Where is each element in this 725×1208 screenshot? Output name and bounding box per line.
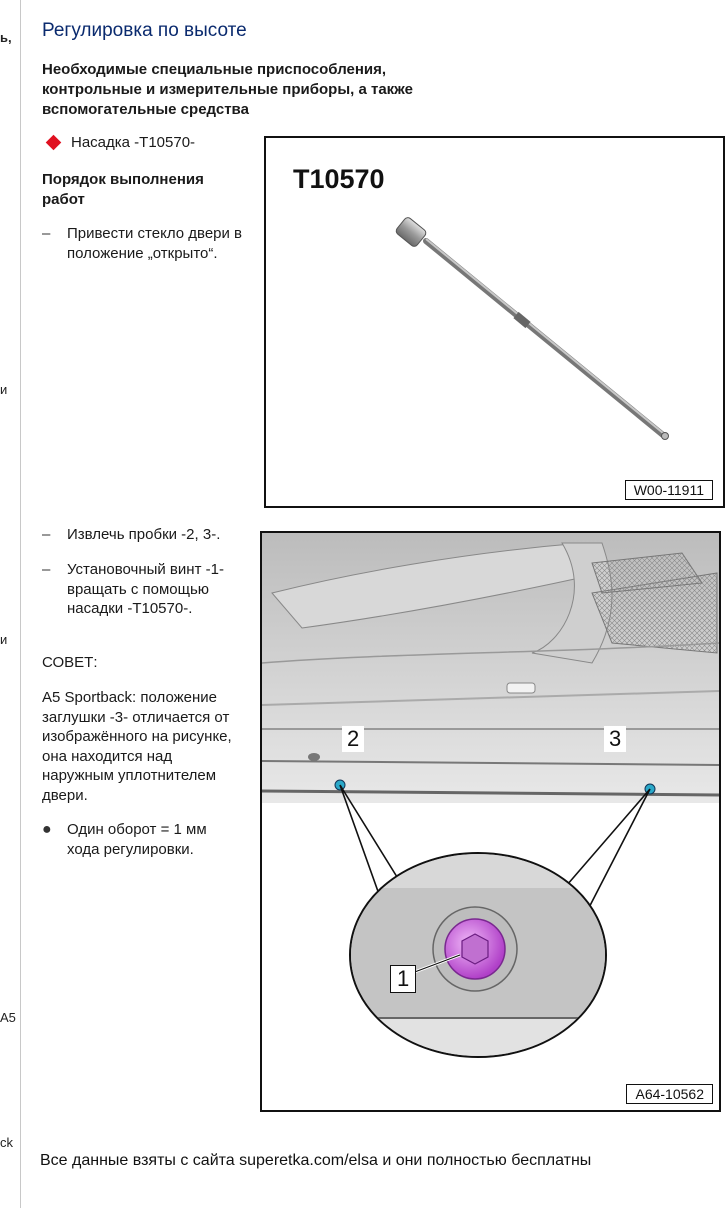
bullet-mark: ● bbox=[42, 821, 52, 838]
margin-fragment: и bbox=[0, 632, 8, 647]
extension-bar-icon bbox=[395, 217, 669, 440]
dash-mark: – bbox=[42, 526, 51, 543]
page-title: Регулировка по высоте bbox=[42, 20, 247, 41]
tool-drawing bbox=[395, 217, 669, 440]
step-text: Извлечь пробки -2, 3-. bbox=[67, 526, 221, 543]
tool-item-label: Насадка -T10570- bbox=[71, 134, 196, 151]
step-item: – Извлечь пробки -2, 3-. bbox=[42, 525, 257, 545]
margin-fragment: A5 bbox=[0, 1010, 16, 1025]
door-drawing bbox=[262, 533, 719, 1058]
callout-1: 1 bbox=[390, 965, 417, 993]
tool-list-item: Насадка -T10570- bbox=[42, 134, 195, 151]
bullet-text: Один оборот = 1 мм хода регулировки. bbox=[67, 821, 207, 858]
advice-heading: СОВЕТ: bbox=[42, 654, 98, 671]
requirements-heading: Необходимые специальные приспособления, … bbox=[42, 61, 413, 118]
footer-note: Все данные взяты с сайта superetka.com/e… bbox=[40, 1152, 592, 1169]
door-panel-drawing bbox=[262, 533, 719, 1058]
dash-mark: – bbox=[42, 225, 51, 242]
margin-fragment: ck bbox=[0, 1135, 13, 1150]
procedure-heading: Порядок выполнения работ bbox=[42, 171, 204, 208]
callout-2: 2 bbox=[342, 726, 365, 752]
margin-fragment: и bbox=[0, 382, 8, 397]
step-text: Привести стекло двери в положение „откры… bbox=[67, 225, 243, 262]
tool-figure-title: T10570 bbox=[293, 164, 385, 194]
advice-text: A5 Sportback: положение заглушки -3- отл… bbox=[42, 689, 232, 804]
step-item: – Установочный винт -1- вращать с помощь… bbox=[42, 560, 232, 619]
left-margin-strip: ь, и и A5 ck bbox=[0, 0, 21, 1208]
callout-3: 3 bbox=[604, 726, 627, 752]
bullet-item: ● Один оборот = 1 мм хода регулировки. bbox=[42, 820, 232, 859]
margin-fragment: ь, bbox=[0, 30, 12, 45]
red-diamond-icon bbox=[45, 134, 62, 151]
figure-reference-label: W00-11911 bbox=[624, 480, 713, 500]
dash-mark: – bbox=[42, 561, 51, 578]
figure-reference-label: A64-10562 bbox=[626, 1084, 713, 1104]
step-text: Установочный винт -1- вращать с помощью … bbox=[67, 561, 224, 617]
door-figure: 2 3 1 A64-10562 bbox=[260, 531, 721, 1112]
step-item: – Привести стекло двери в положение „отк… bbox=[42, 224, 257, 263]
tool-figure: T10570 W00-11911 bbox=[264, 136, 725, 508]
